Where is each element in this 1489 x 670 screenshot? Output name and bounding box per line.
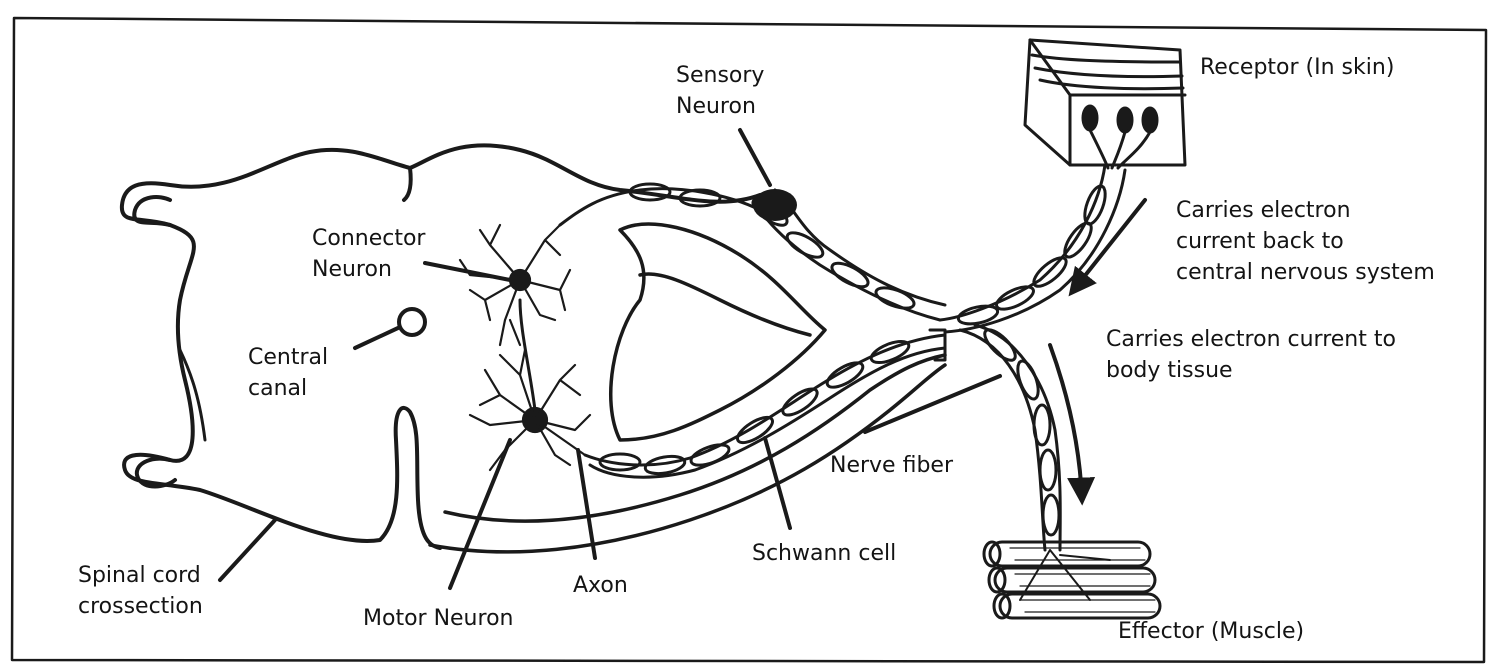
label-line: Neuron bbox=[312, 254, 425, 285]
label-line: Central bbox=[248, 342, 328, 373]
label-line: body tissue bbox=[1106, 355, 1396, 386]
label-line: crossection bbox=[78, 591, 203, 622]
label-central-canal: Central canal bbox=[248, 342, 328, 404]
motor-neuron bbox=[470, 300, 590, 470]
label-line: canal bbox=[248, 373, 328, 404]
label-sensory-neuron: Sensory Neuron bbox=[676, 60, 764, 122]
label-connector-neuron: Connector Neuron bbox=[312, 223, 425, 285]
sensory-fiber bbox=[940, 165, 1125, 332]
label-effector: Effector (Muscle) bbox=[1118, 616, 1304, 647]
label-line: Carries electron bbox=[1176, 195, 1435, 226]
label-motor-neuron: Motor Neuron bbox=[363, 603, 513, 634]
pointer-nerve-fiber bbox=[865, 376, 1000, 432]
label-carries-to: Carries electron current to body tissue bbox=[1106, 324, 1396, 386]
label-nerve-fiber: Nerve fiber bbox=[830, 450, 953, 481]
skin-block bbox=[1025, 40, 1185, 168]
sensory-neuron-body bbox=[753, 189, 797, 221]
label-spinal-cord: Spinal cord crossection bbox=[78, 560, 203, 622]
pointer-connector bbox=[425, 263, 510, 280]
label-line: Sensory bbox=[676, 60, 764, 91]
effector-fiber bbox=[960, 325, 1060, 550]
label-carries-back: Carries electron current back to central… bbox=[1176, 195, 1435, 288]
label-line: Neuron bbox=[676, 91, 764, 122]
sensory-root bbox=[560, 184, 945, 320]
label-line: central nervous system bbox=[1176, 257, 1435, 288]
pointer-lines bbox=[220, 130, 1000, 588]
label-line: Carries electron current to bbox=[1106, 324, 1396, 355]
label-receptor: Receptor (In skin) bbox=[1200, 52, 1394, 83]
central-canal-circle bbox=[399, 309, 425, 335]
label-line: Spinal cord bbox=[78, 560, 203, 591]
muscle-fibers bbox=[984, 542, 1160, 618]
spinal-cord-outline bbox=[122, 145, 760, 548]
pointer-canal bbox=[355, 328, 398, 348]
label-axon: Axon bbox=[573, 570, 628, 601]
label-schwann-cell: Schwann cell bbox=[752, 538, 896, 569]
label-line: Connector bbox=[312, 223, 425, 254]
pointer-spinal bbox=[220, 520, 275, 580]
pointer-sensory bbox=[740, 130, 770, 185]
label-line: current back to bbox=[1176, 226, 1435, 257]
connector-neuron bbox=[460, 225, 570, 345]
